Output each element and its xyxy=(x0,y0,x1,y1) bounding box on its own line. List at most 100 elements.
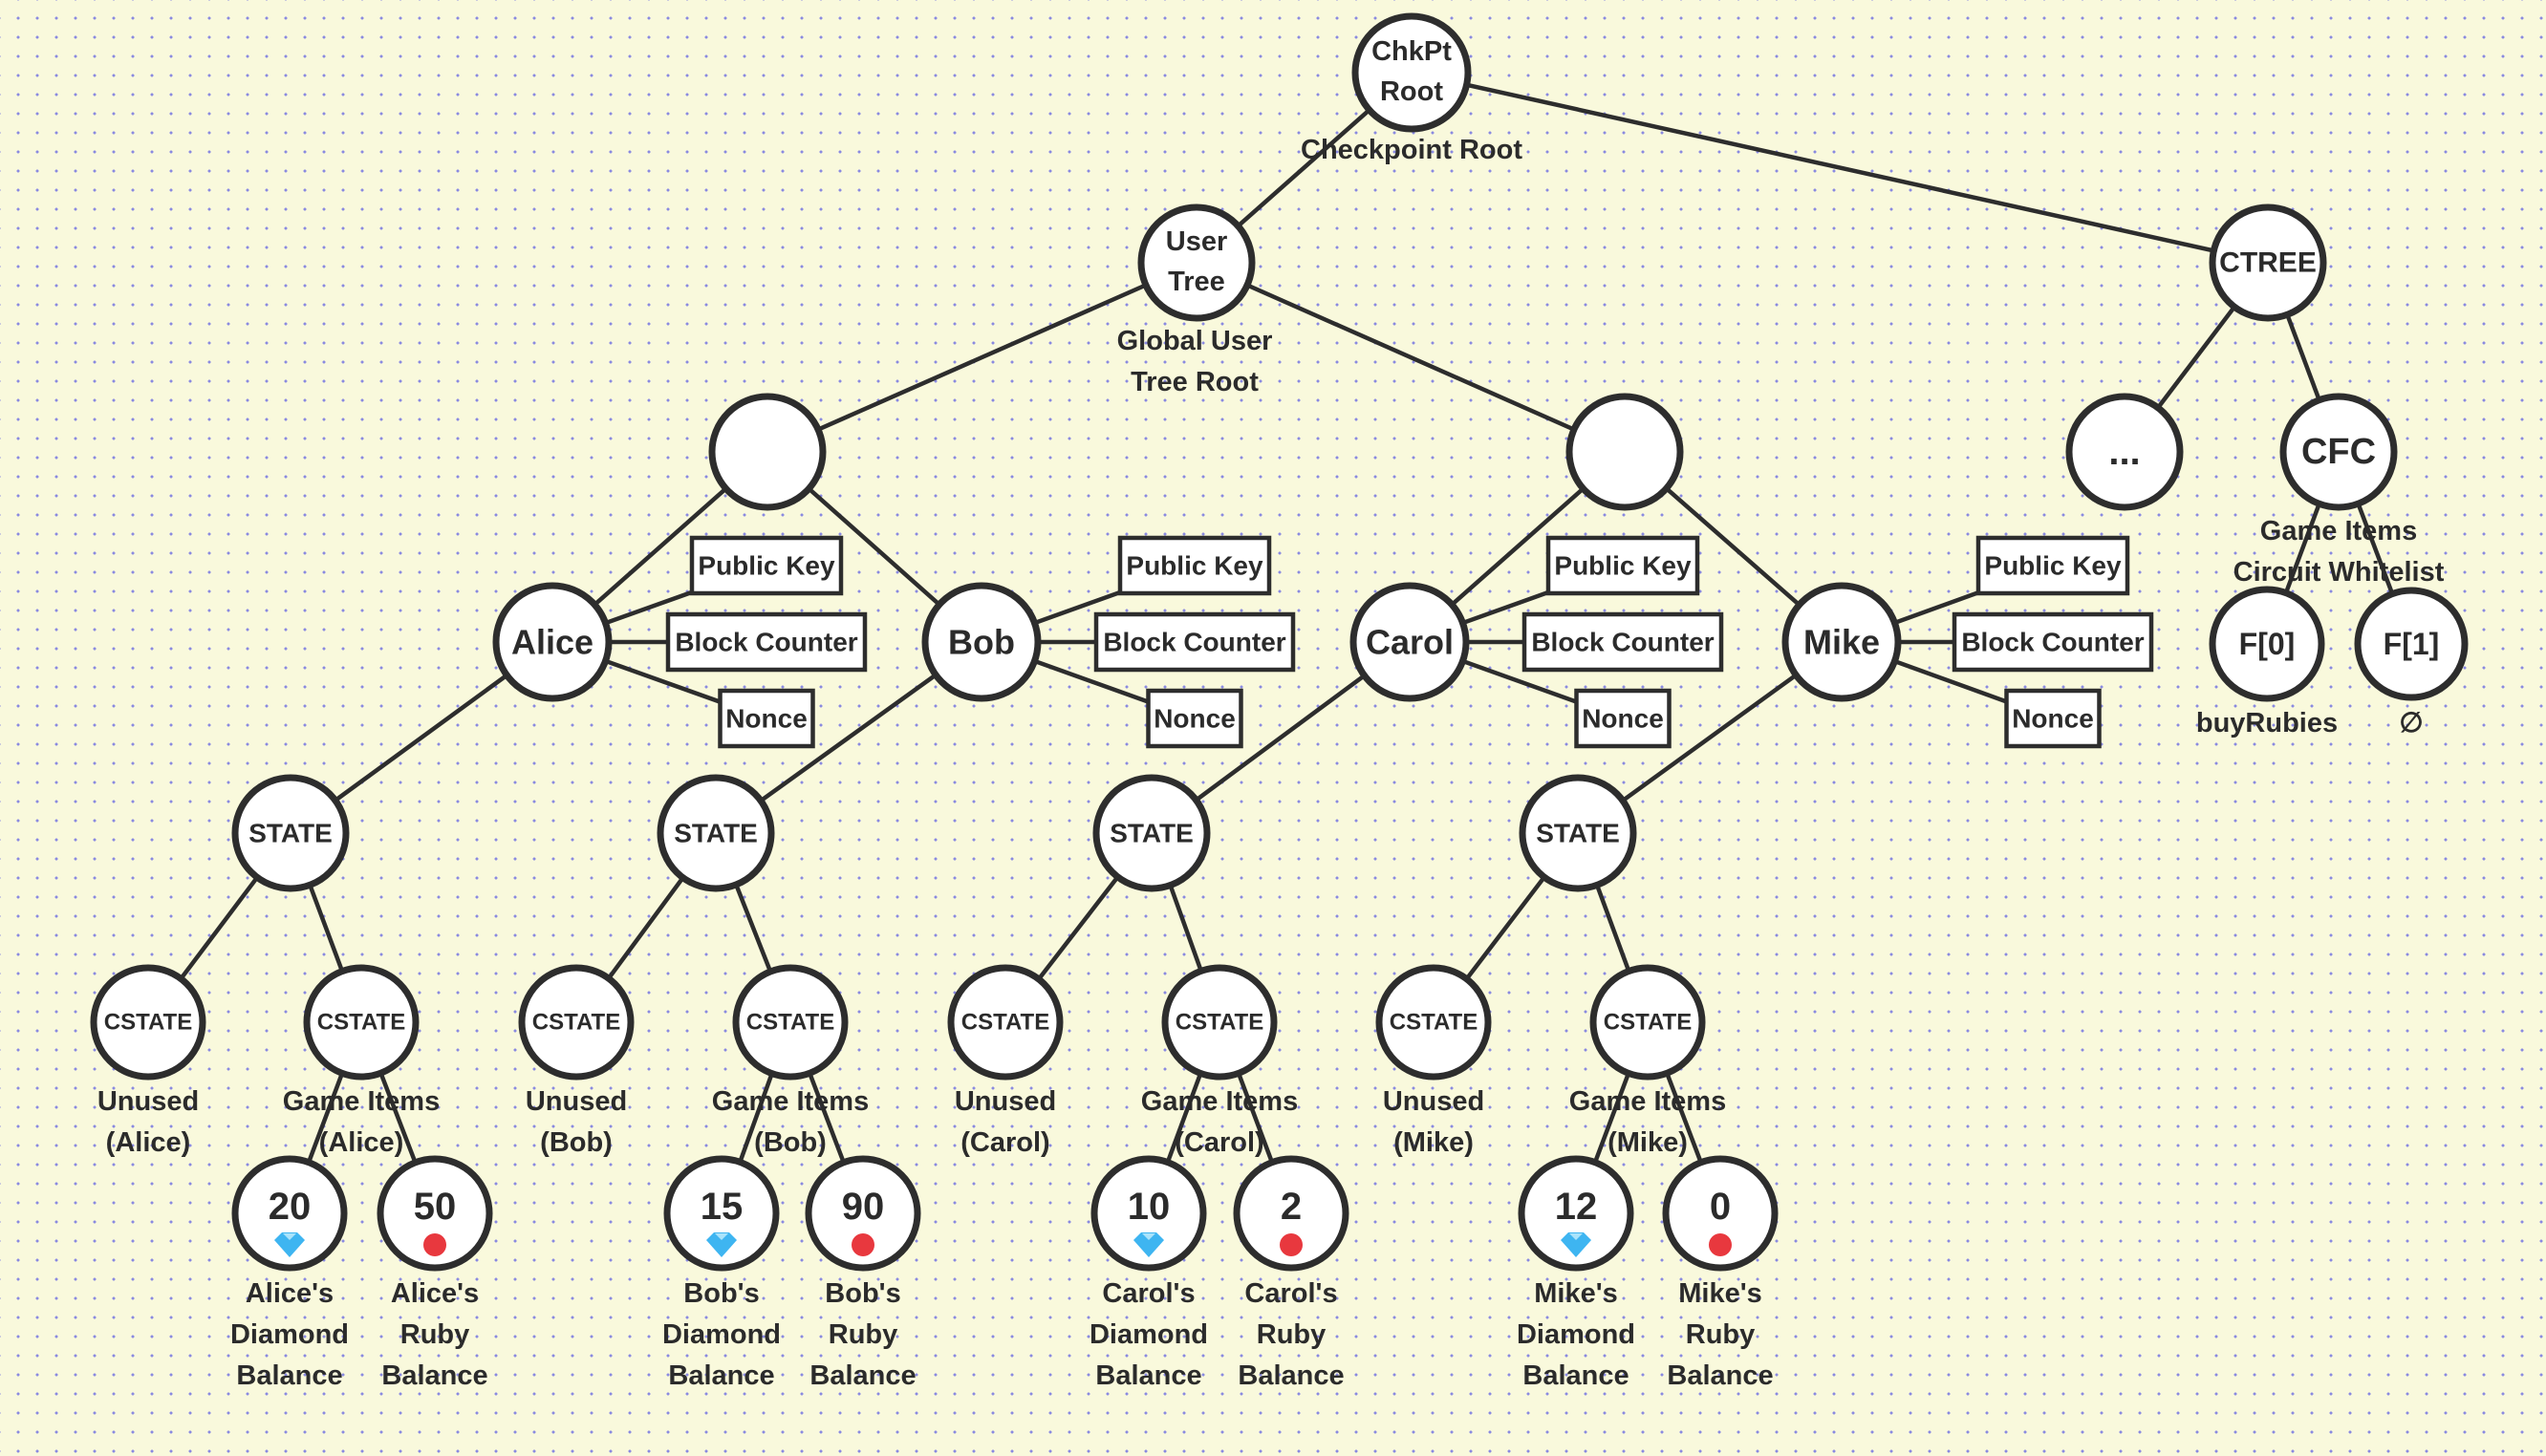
ruby-icon xyxy=(1280,1233,1303,1256)
caption-leaf-bob-diamond-line0: Bob's xyxy=(683,1278,759,1309)
node-cstate-mike-unused-circle xyxy=(1375,964,1492,1081)
node-anon-left xyxy=(708,393,827,511)
box-alice-bc: Block Counter xyxy=(665,611,868,673)
node-leaf-carol-ruby: 2 xyxy=(1233,1155,1349,1272)
box-mike-nonce-label: Nonce xyxy=(2012,704,2094,734)
caption-leaf-mike-diamond-line2: Balance xyxy=(1522,1360,1629,1391)
node-alice-label: Alice xyxy=(511,623,593,662)
node-state-alice-label: STATE xyxy=(248,819,333,848)
caption-leaf-mike-diamond-line1: Diamond xyxy=(1517,1319,1635,1350)
box-mike-pk: Public Key xyxy=(1975,535,2130,596)
box-bob-pk: Public Key xyxy=(1117,535,1272,596)
node-state-alice: STATE xyxy=(231,774,350,892)
node-ctree-circle xyxy=(2209,203,2327,322)
node-alice: Alice xyxy=(492,582,613,702)
node-cstate-mike-game: CSTATE xyxy=(1589,964,1706,1081)
node-state-bob: STATE xyxy=(657,774,775,892)
node-state-alice-circle xyxy=(231,774,350,892)
node-cstate-alice-game-label: CSTATE xyxy=(317,1010,405,1036)
node-leaf-carol-ruby-circle xyxy=(1233,1155,1349,1272)
caption-leaf-bob-diamond-line1: Diamond xyxy=(662,1319,781,1350)
node-state-mike-label: STATE xyxy=(1536,819,1620,848)
node-cstate-bob-unused-circle xyxy=(518,964,635,1081)
node-anon-right xyxy=(1565,393,1684,511)
node-ctree: CTREE xyxy=(2209,203,2327,322)
node-ellipsis-circle xyxy=(2065,393,2184,511)
edge-user-tree--anon-right xyxy=(1196,260,1626,455)
box-alice-bc-rect xyxy=(665,611,868,673)
node-cstate-alice-unused: CSTATE xyxy=(90,964,206,1081)
node-cstate-carol-unused-circle xyxy=(947,964,1064,1081)
node-cstate-mike-unused: CSTATE xyxy=(1375,964,1492,1081)
box-carol-pk-rect xyxy=(1545,535,1700,596)
node-anon-left-circle xyxy=(708,393,827,511)
node-state-carol-circle xyxy=(1092,774,1211,892)
caption-leaf-bob-ruby-line2: Balance xyxy=(809,1360,916,1391)
caption-leaf-carol-ruby-line2: Balance xyxy=(1238,1360,1344,1391)
node-state-bob-circle xyxy=(657,774,775,892)
node-state-bob-label: STATE xyxy=(674,819,758,848)
node-f0-label: F[0] xyxy=(2239,627,2296,661)
node-leaf-carol-diamond: 10 xyxy=(1090,1155,1207,1272)
node-cstate-bob-game-label: CSTATE xyxy=(746,1010,834,1036)
box-alice-nonce-label: Nonce xyxy=(725,704,808,734)
box-mike-bc-rect xyxy=(1952,611,2154,673)
node-leaf-mike-diamond: 12 xyxy=(1518,1155,1634,1272)
caption-leaf-alice-diamond-line2: Balance xyxy=(236,1360,342,1391)
caption-cstate-mike-unused-line0: Unused xyxy=(1383,1086,1484,1117)
node-carol-circle xyxy=(1349,582,1470,702)
box-bob-nonce: Nonce xyxy=(1146,688,1243,749)
edge-chkpt-root--ctree xyxy=(1411,70,2269,266)
caption-f1-line0: ∅ xyxy=(2399,708,2423,739)
node-cstate-alice-game-circle xyxy=(303,964,420,1081)
node-mike-circle xyxy=(1781,582,1902,702)
box-bob-nonce-label: Nonce xyxy=(1154,704,1236,734)
node-cstate-carol-unused: CSTATE xyxy=(947,964,1064,1081)
caption-cstate-bob-unused-line0: Unused xyxy=(526,1086,627,1117)
caption-cstate-alice-game-line1: (Alice) xyxy=(319,1127,404,1158)
node-f1: F[1] xyxy=(2354,587,2469,701)
box-alice-nonce-rect xyxy=(718,688,815,749)
node-leaf-carol-diamond-circle xyxy=(1090,1155,1207,1272)
box-mike-bc: Block Counter xyxy=(1952,611,2154,673)
node-anon-right-circle xyxy=(1565,393,1684,511)
box-alice-pk-label: Public Key xyxy=(698,551,835,581)
box-bob-bc-label: Block Counter xyxy=(1103,628,1285,657)
caption-cstate-carol-unused-line1: (Carol) xyxy=(960,1127,1049,1158)
box-mike-pk-rect xyxy=(1975,535,2130,596)
node-state-mike: STATE xyxy=(1519,774,1637,892)
node-cfc: CFC xyxy=(2279,393,2398,511)
caption-f0-line0: buyRubies xyxy=(2196,708,2338,739)
node-leaf-carol-diamond-value: 10 xyxy=(1128,1186,1171,1228)
box-carol-nonce-label: Nonce xyxy=(1582,704,1664,734)
caption-leaf-alice-diamond-line1: Diamond xyxy=(230,1319,349,1350)
node-leaf-bob-ruby: 90 xyxy=(805,1155,921,1272)
node-leaf-mike-diamond-circle xyxy=(1518,1155,1634,1272)
node-cstate-carol-game: CSTATE xyxy=(1161,964,1278,1081)
node-leaf-alice-ruby-circle xyxy=(377,1155,493,1272)
caption-leaf-carol-ruby-line0: Carol's xyxy=(1244,1278,1337,1309)
node-cstate-bob-unused-label: CSTATE xyxy=(532,1010,620,1036)
node-leaf-alice-diamond-circle xyxy=(231,1155,348,1272)
caption-leaf-alice-ruby-line1: Ruby xyxy=(400,1319,470,1350)
box-bob-bc-rect xyxy=(1093,611,1296,673)
node-leaf-bob-diamond-circle xyxy=(663,1155,780,1272)
node-f0: F[0] xyxy=(2209,586,2325,702)
box-bob-nonce-rect xyxy=(1146,688,1243,749)
node-cfc-circle xyxy=(2279,393,2398,511)
caption-cstate-bob-unused-line1: (Bob) xyxy=(540,1127,613,1158)
caption-leaf-alice-ruby-line0: Alice's xyxy=(391,1278,479,1309)
caption-cstate-alice-unused-line1: (Alice) xyxy=(106,1127,191,1158)
edge-user-tree--anon-left xyxy=(766,260,1197,455)
caption-chkpt-root-line0: Checkpoint Root xyxy=(1301,135,1522,165)
node-f1-label: F[1] xyxy=(2384,627,2440,661)
caption-leaf-mike-diamond-line0: Mike's xyxy=(1534,1278,1618,1309)
caption-cstate-alice-unused-line0: Unused xyxy=(97,1086,199,1117)
diamond-icon xyxy=(706,1232,737,1257)
caption-leaf-mike-ruby-line2: Balance xyxy=(1667,1360,1773,1391)
box-alice-pk: Public Key xyxy=(689,535,844,596)
